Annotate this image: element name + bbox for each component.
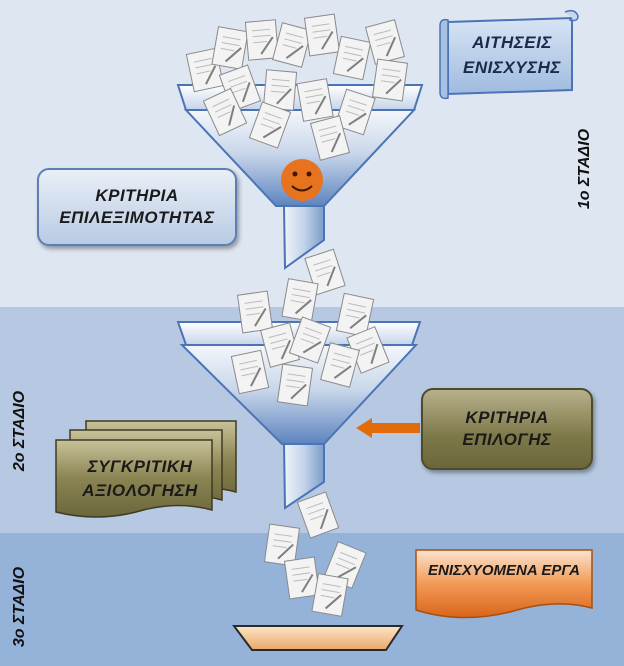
funded-projects-banner <box>415 549 593 619</box>
selection-line-1: ΚΡΙΤΗΡΙΑ <box>465 408 549 427</box>
applications-label: ΑΙΤΗΣΕΙΣ ΕΝΙΣΧΥΣΗΣ <box>452 30 572 80</box>
stage-3-label: 3ο ΣΤΑΔΙΟ <box>11 566 28 648</box>
output-tray <box>232 625 404 651</box>
eligibility-criteria-box: ΚΡΙΤΗΡΙΑ ΕΠΙΛΕΞΙΜΟΤΗΤΑΣ <box>37 168 237 246</box>
comparative-evaluation-label: ΣΥΓΚΡΙΤΙΚΗ ΑΞΙΟΛΟΓΗΣΗ <box>62 455 218 503</box>
funded-projects-label: ΕΝΙΣΧΥΟΜΕΝΑ ΕΡΓΑ <box>428 562 580 579</box>
stage-2-label: 2ο ΣΤΑΔΙΟ <box>11 390 28 472</box>
stage-1-label: 1ο ΣΤΑΔΙΟ <box>576 128 593 210</box>
eligibility-line-1: ΚΡΙΤΗΡΙΑ <box>95 186 179 205</box>
selection-arrow <box>356 418 420 438</box>
comparative-line-1: ΣΥΓΚΡΙΤΙΚΗ <box>87 457 193 476</box>
eligibility-line-2: ΕΠΙΛΕΞΙΜΟΤΗΤΑΣ <box>59 208 215 227</box>
comparative-docs-stack <box>55 420 237 518</box>
selection-criteria-box: ΚΡΙΤΗΡΙΑ ΕΠΙΛΟΓΗΣ <box>421 388 593 470</box>
applications-line-2: ΕΝΙΣΧΥΣΗΣ <box>463 58 561 77</box>
applications-line-1: ΑΙΤΗΣΕΙΣ <box>472 33 552 52</box>
applications-scroll <box>439 9 579 100</box>
selection-line-2: ΕΠΙΛΟΓΗΣ <box>462 430 552 449</box>
comparative-line-2: ΑΞΙΟΛΟΓΗΣΗ <box>82 481 198 500</box>
funded-documents <box>263 491 368 618</box>
smiley-face-icon <box>281 159 323 201</box>
